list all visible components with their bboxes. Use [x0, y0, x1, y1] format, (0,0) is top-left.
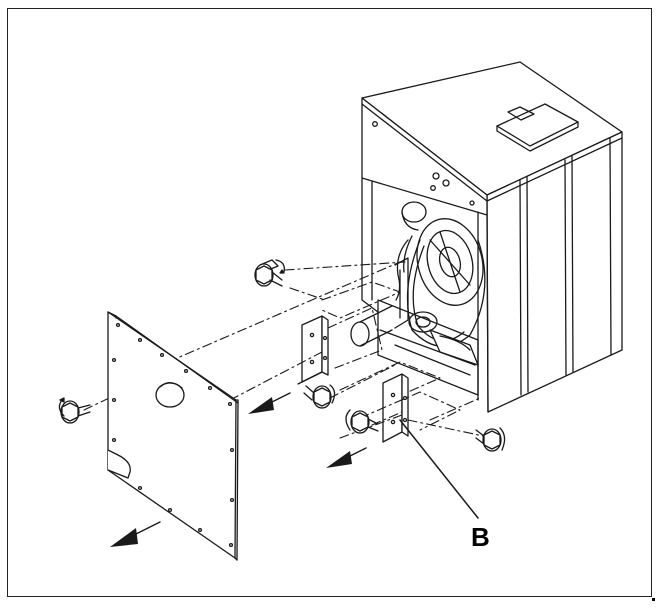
- removal-arrow-bracket-upper: [248, 392, 291, 414]
- mounting-bracket-upper: [297, 315, 329, 385]
- screw-left: [58, 397, 91, 424]
- removal-arrow-panel: [110, 521, 161, 547]
- callout-leader-B: [399, 419, 479, 519]
- removal-arrow-bracket-lower: [326, 447, 367, 468]
- screw-middle-lower: [345, 409, 379, 434]
- screw-middle-upper: [303, 384, 336, 409]
- callout-label-b: B: [471, 522, 490, 552]
- cabinet-front-frame: [361, 177, 379, 313]
- screw-top: [254, 259, 285, 287]
- corner-mark: [652, 598, 655, 601]
- internal-drive-mechanism: [350, 201, 486, 396]
- mounting-bracket-lower-B: [382, 373, 409, 443]
- front-cover-panel: [107, 311, 239, 561]
- appliance-cabinet: [361, 61, 623, 413]
- screw-right: [475, 427, 506, 452]
